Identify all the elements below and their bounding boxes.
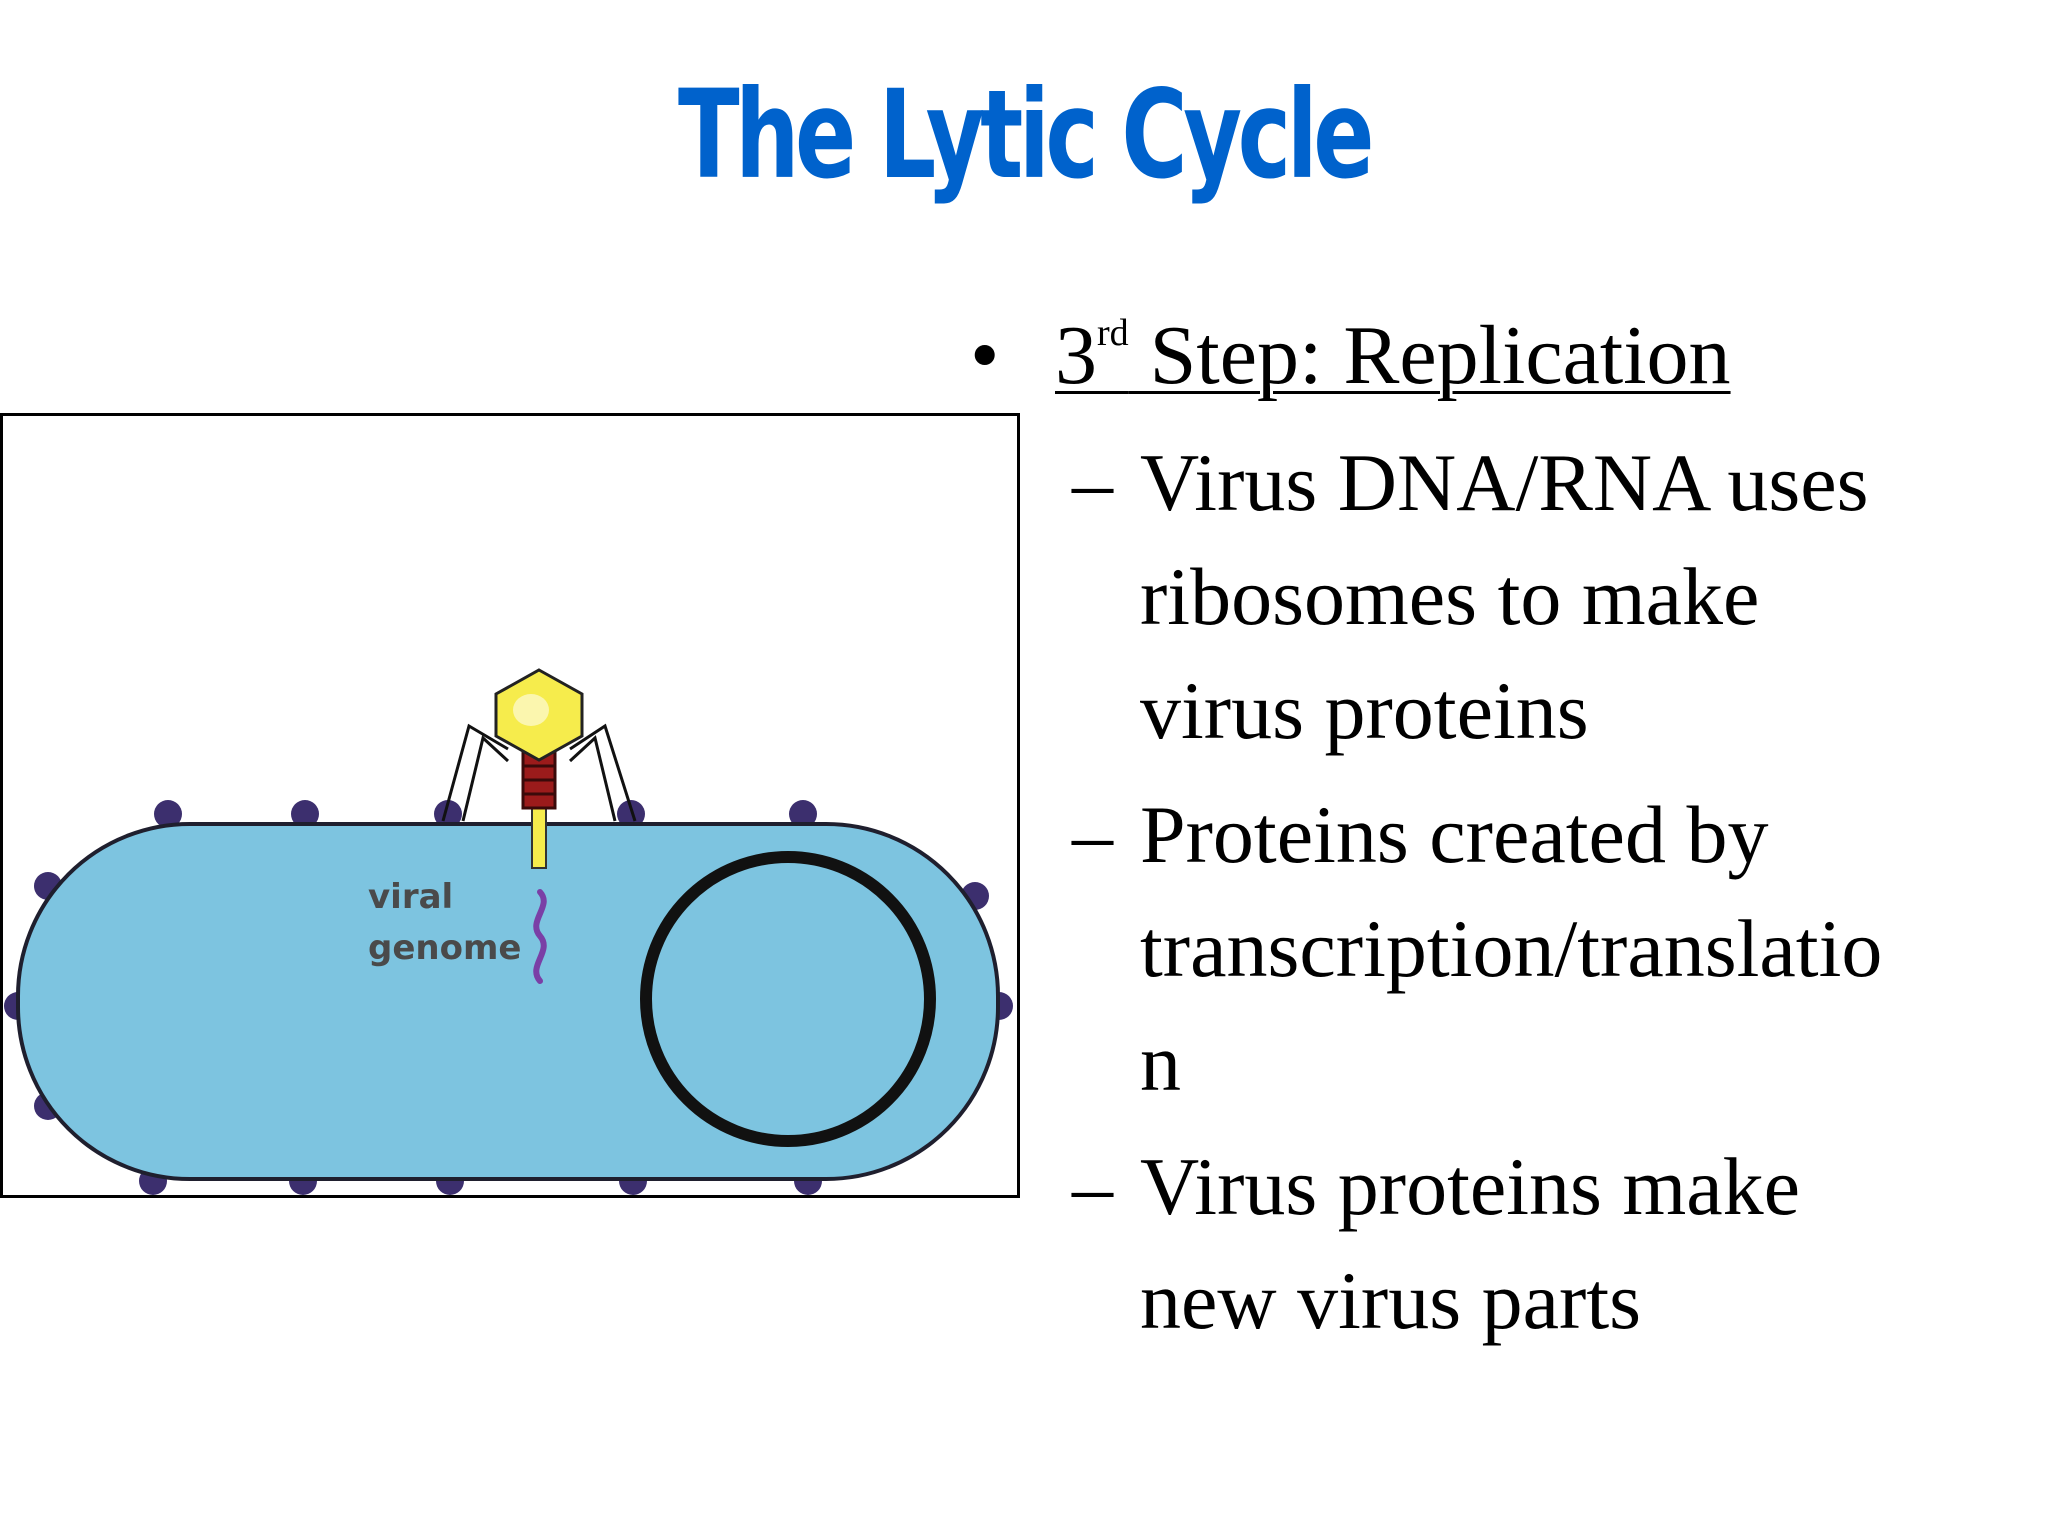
dash-marker: – [1072,437,1113,528]
sub-bullet-line: new virus parts [1140,1255,1642,1346]
bacterium-diagram: viral genome [4,668,1013,1195]
dash-marker: – [1072,1141,1113,1232]
viral-genome-strand [533,889,547,984]
bullet-marker: • [970,309,1000,402]
viral-genome-label: genome [368,928,521,968]
step-title: Step: Replication [1128,309,1731,402]
sub-bullet-line: n [1140,1017,1181,1108]
sub-bullet-item: – Proteins created by transcription/tran… [960,778,2040,1120]
phage-injection-tube [531,805,547,869]
sub-bullet-line: Virus DNA/RNA uses [1140,437,1869,528]
sub-bullet-line: ribosomes to make [1140,551,1760,642]
sub-bullet-line: virus proteins [1140,665,1589,756]
sub-bullet-item: – Virus proteins make new virus parts [960,1130,2040,1358]
lytic-cycle-illustration: viral genome [0,413,1020,1198]
viral-genome-label: viral [368,877,453,917]
sub-bullet-line: Proteins created by [1140,789,1769,880]
sub-bullet-item: – Virus DNA/RNA uses ribosomes to make v… [960,426,2040,768]
bacterial-chromosome [640,851,936,1147]
slide-title: The Lytic Cycle [677,64,1374,206]
bullet-heading: 3rd Step: Replication [1055,309,1731,402]
bacteriophage [441,668,637,869]
bullet-step-3: • 3rd Step: Replication [960,300,2040,412]
ordinal-suffix: rd [1097,312,1129,354]
sub-bullet-line: Virus proteins make [1140,1141,1801,1232]
dash-marker: – [1072,789,1113,880]
bacterial-cell [16,822,1000,1181]
sub-bullet-list: – Virus DNA/RNA uses ribosomes to make v… [960,426,2040,1358]
step-number: 3 [1055,309,1097,402]
phage-legs [441,723,637,822]
bullet-list: • 3rd Step: Replication – Virus DNA/RNA … [960,300,2040,1368]
sub-bullet-line: transcription/translatio [1140,903,1883,994]
